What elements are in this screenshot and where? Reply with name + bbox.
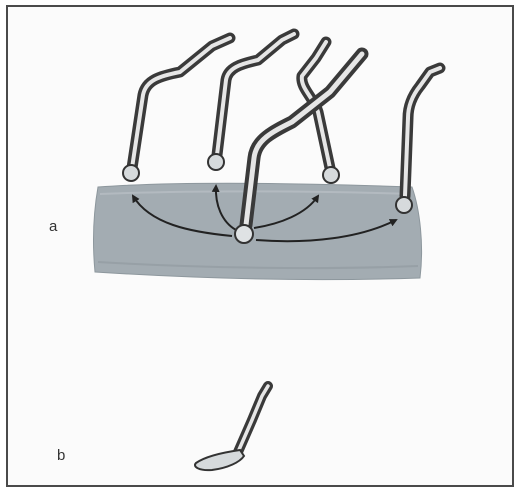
spatula-electrode (195, 386, 268, 470)
tissue-block (94, 183, 422, 279)
ball-electrode-5 (396, 68, 440, 213)
panel-b-label: b (57, 447, 65, 464)
spatula-tip (195, 450, 244, 470)
panel-a-label: a (49, 218, 57, 235)
